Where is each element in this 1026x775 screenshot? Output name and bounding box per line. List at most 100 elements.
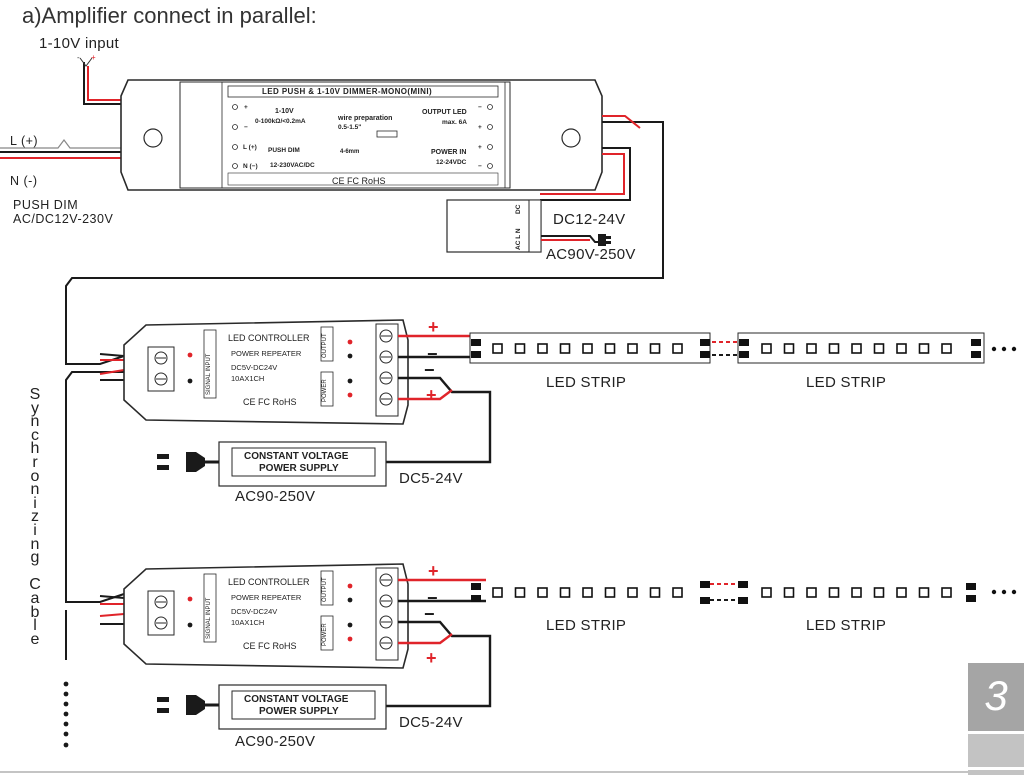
sync-cable-letter: e [30, 630, 40, 648]
power-supply-2 [157, 684, 387, 730]
svg-text:+: + [478, 144, 482, 151]
led-chip [896, 587, 907, 598]
repeater-2-output-label: OUTPUT [322, 577, 328, 602]
psu-2-dc: DC5-24V [399, 714, 463, 731]
psu-1-dc: DC5-24V [399, 470, 463, 487]
repeater-1-cert: CE FC RoHS [243, 397, 297, 407]
psu-2-ac: AC90-250V [235, 733, 316, 750]
svg-text:−: − [427, 344, 438, 364]
dimmer-power-in: POWER IN [431, 149, 467, 156]
led-chip [604, 587, 616, 598]
page-number: 3 [968, 663, 1024, 731]
sync-cable-letter: b [30, 603, 40, 621]
svg-text:AC L N: AC L N [515, 228, 522, 250]
psu-1-line2: POWER SUPPLY [259, 463, 339, 474]
dimmer-power-in-range: 12-24VDC [436, 159, 467, 166]
led-chip [492, 587, 503, 598]
dimmer-wire-strip-len: 4-6mm [340, 149, 360, 155]
sync-cable-letter: C [29, 576, 41, 594]
repeater-1-title: LED CONTROLLER [228, 333, 310, 343]
sync-cable-letter: i [33, 521, 37, 539]
svg-text:+: + [428, 317, 439, 337]
led-chip [672, 343, 683, 354]
led-chip [806, 343, 817, 354]
led-chip [873, 343, 885, 354]
adapter-ac-label: AC90V-250V [546, 246, 636, 263]
sync-cable-letter: a [30, 589, 40, 607]
badge-band-bottom [968, 770, 1024, 775]
svg-text:+: + [91, 53, 96, 62]
adapter-dc-label: DC12-24V [553, 211, 626, 228]
svg-text:−: − [478, 104, 482, 111]
svg-text:+: + [426, 385, 437, 405]
repeater-2-cert: CE FC RoHS [243, 641, 297, 651]
sync-cable-letter: n [30, 481, 40, 499]
repeater-2-polarity: + − − + [424, 561, 439, 668]
sync-cable-letter: r [32, 453, 38, 471]
psu-2-line2: POWER SUPPLY [259, 706, 339, 717]
led-chip [851, 587, 862, 598]
svg-text:-: - [77, 53, 80, 62]
sync-cable-letter: o [30, 467, 40, 485]
dimmer-wire-prep-dim: 0.5-1.5" [338, 124, 362, 131]
dimmer-title: LED PUSH & 1-10V DIMMER-MONO(MINI) [262, 87, 433, 96]
svg-text:+: + [428, 561, 439, 581]
led-chip [851, 343, 862, 354]
dimmer-wire-prep: wire preparation [338, 115, 393, 122]
led-chip [582, 343, 593, 354]
diagram-title: a)Amplifier connect in parallel: [22, 3, 317, 28]
repeater-2-signal-label: SIGNAL INPUT [206, 597, 212, 639]
led-chip [941, 587, 952, 598]
psu-2-line1: CONSTANT VOLTAGE [244, 694, 349, 705]
led-chip [559, 587, 571, 598]
repeater-2-current: 10AX1CH [231, 618, 265, 627]
sync-cable-letter: c [31, 426, 39, 444]
psu-1-line1: CONSTANT VOLTAGE [244, 451, 349, 462]
led-strip-1b-label: LED STRIP [806, 374, 887, 391]
svg-text:+: + [478, 124, 482, 131]
led-chip [627, 343, 638, 354]
repeater-2-power-label: POWER [322, 623, 328, 646]
repeater-1-power-label: POWER [322, 379, 328, 402]
led-chip [537, 587, 548, 598]
repeater-2-title: LED CONTROLLER [228, 577, 310, 587]
led-strip-2a-label: LED STRIP [546, 617, 627, 634]
led-strip-row-1 [469, 332, 1017, 364]
sync-cable-letter: i [33, 494, 37, 512]
led-strip-row-2 [471, 581, 1017, 604]
led-chip [514, 587, 526, 598]
badge-band [968, 734, 1024, 767]
led-chip [941, 343, 952, 354]
power-supply-1 [157, 441, 387, 487]
led-chip [604, 343, 616, 354]
led-chip [828, 343, 840, 354]
svg-text:−: − [244, 124, 248, 131]
repeater-1-signal-label: SIGNAL INPUT [206, 353, 212, 395]
led-chip [783, 343, 795, 354]
sync-cable-letter: g [30, 549, 40, 567]
svg-text:N (−): N (−) [243, 163, 258, 170]
repeater-2-voltage: DC5V-DC24V [231, 607, 278, 616]
led-chip [649, 343, 661, 354]
repeater-2-sub: POWER REPEATER [231, 593, 302, 602]
led-chip [672, 587, 683, 598]
svg-text:+: + [426, 648, 437, 668]
sync-cable-letter: n [30, 535, 40, 553]
sync-cable-letter: z [31, 508, 39, 526]
led-chip [582, 587, 593, 598]
sync-cable-dots [63, 681, 69, 748]
live-label: L (+) [10, 134, 39, 148]
led-chip [783, 587, 795, 598]
dimmer-cert: CE FC RoHS [332, 176, 386, 186]
dimmer-input-spec: 1-10V [275, 108, 294, 115]
led-chip [761, 343, 772, 354]
power-adapter: DC AC L N [446, 199, 611, 253]
input-wires [0, 62, 121, 159]
led-chip [896, 343, 907, 354]
dimmer-input-spec2: 0-100kΩ/<0.2mA [255, 118, 306, 125]
sync-cable-letter: l [33, 617, 37, 635]
repeater-1-voltage: DC5V-DC24V [231, 363, 278, 372]
sync-cable-letter: h [30, 440, 40, 458]
sync-cable-letter: y [31, 399, 39, 417]
